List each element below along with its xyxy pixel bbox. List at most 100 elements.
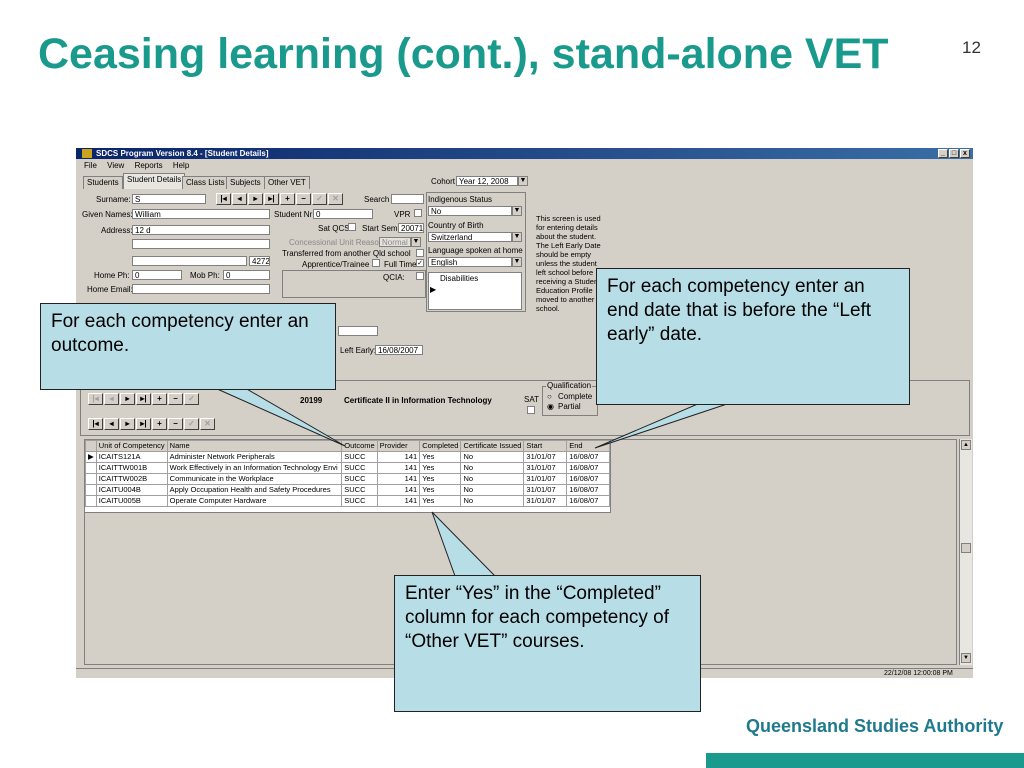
cell-unit[interactable]: ICAITTW002B bbox=[95, 473, 168, 485]
menu-help[interactable]: Help bbox=[172, 161, 190, 170]
col-unit-header[interactable]: Unit of Competency bbox=[95, 440, 168, 452]
first-qual-button[interactable]: |◂ bbox=[88, 393, 103, 405]
col-end-header[interactable]: End bbox=[566, 440, 610, 452]
table-row[interactable]: ICAITU004B Apply Occupation Health and S… bbox=[85, 484, 610, 496]
cell-unit[interactable]: ICAITU005B bbox=[95, 495, 168, 507]
scroll-up-icon[interactable]: ▲ bbox=[961, 440, 971, 450]
add-record-button[interactable]: + bbox=[280, 193, 295, 205]
transferred-checkbox[interactable] bbox=[416, 249, 424, 257]
cell-outcome[interactable]: SUCC bbox=[341, 462, 378, 474]
tab-subjects[interactable]: Subjects bbox=[226, 176, 265, 189]
cell-end[interactable]: 16/08/07 bbox=[566, 484, 610, 496]
cell-cert[interactable]: No bbox=[460, 451, 525, 463]
cell-provider[interactable]: 141 bbox=[376, 451, 421, 463]
address-line2-input[interactable] bbox=[132, 239, 270, 249]
home-ph-input[interactable]: 0 bbox=[132, 270, 182, 280]
cell-start[interactable]: 31/01/07 bbox=[523, 473, 568, 485]
scroll-down-icon[interactable]: ▼ bbox=[961, 653, 971, 663]
language-select[interactable]: English bbox=[428, 257, 512, 267]
last-unit-button[interactable]: ▸| bbox=[136, 418, 151, 430]
first-unit-button[interactable]: |◂ bbox=[88, 418, 103, 430]
cell-provider[interactable]: 141 bbox=[376, 495, 421, 507]
add-unit-button[interactable]: + bbox=[152, 418, 167, 430]
last-qual-button[interactable]: ▸| bbox=[136, 393, 151, 405]
cell-name[interactable]: Operate Computer Hardware bbox=[166, 495, 343, 507]
table-row[interactable]: ICAITTW001B Work Effectively in an Infor… bbox=[85, 462, 610, 474]
tab-class-lists[interactable]: Class Lists bbox=[182, 176, 229, 189]
cell-outcome[interactable]: SUCC bbox=[341, 484, 378, 496]
surname-input[interactable]: S bbox=[132, 194, 206, 204]
next-qual-button[interactable]: ▸ bbox=[120, 393, 135, 405]
chevron-down-icon[interactable]: ▼ bbox=[512, 257, 522, 267]
save-icon[interactable]: ✓ bbox=[312, 193, 327, 205]
col-completed-header[interactable]: Completed bbox=[419, 440, 462, 452]
competency-grid[interactable]: Unit of Competency Name Outcome Provider… bbox=[84, 439, 611, 513]
cell-start[interactable]: 31/01/07 bbox=[523, 451, 568, 463]
cell-completed[interactable]: Yes bbox=[419, 495, 462, 507]
col-outcome-header[interactable]: Outcome bbox=[341, 440, 378, 452]
cell-outcome[interactable]: SUCC bbox=[341, 473, 378, 485]
country-select[interactable]: Switzerland bbox=[428, 232, 512, 242]
tab-students[interactable]: Students bbox=[83, 176, 123, 189]
radio-complete-icon[interactable]: ○ bbox=[547, 392, 552, 401]
extra-field[interactable] bbox=[338, 326, 378, 336]
prev-qual-button[interactable]: ◂ bbox=[104, 393, 119, 405]
chevron-down-icon[interactable]: ▼ bbox=[411, 237, 421, 247]
cell-provider[interactable]: 141 bbox=[376, 462, 421, 474]
radio-partial-icon[interactable]: ◉ bbox=[547, 402, 554, 411]
close-button[interactable]: x bbox=[960, 149, 970, 158]
delete-record-button[interactable]: − bbox=[296, 193, 311, 205]
postcode-input[interactable]: 4272 bbox=[249, 256, 270, 266]
last-record-button[interactable]: ▸| bbox=[264, 193, 279, 205]
indigenous-select[interactable]: No bbox=[428, 206, 512, 216]
cell-unit[interactable]: ICAITU004B bbox=[95, 484, 168, 496]
cell-end[interactable]: 16/08/07 bbox=[566, 462, 610, 474]
start-sem-input[interactable]: 20071 bbox=[398, 223, 424, 233]
cell-start[interactable]: 31/01/07 bbox=[523, 484, 568, 496]
cell-name[interactable]: Administer Network Peripherals bbox=[166, 451, 343, 463]
address-line1-input[interactable]: 12 d bbox=[132, 225, 270, 235]
address-line3-input[interactable] bbox=[132, 256, 247, 266]
cancel-icon[interactable]: ✕ bbox=[328, 193, 343, 205]
sat-qcs-checkbox[interactable] bbox=[348, 223, 356, 231]
mob-ph-input[interactable]: 0 bbox=[223, 270, 270, 280]
cell-provider[interactable]: 141 bbox=[376, 484, 421, 496]
cell-cert[interactable]: No bbox=[460, 484, 525, 496]
chevron-down-icon[interactable]: ▼ bbox=[512, 232, 522, 242]
cohort-select[interactable]: Year 12, 2008 bbox=[456, 176, 518, 186]
cell-completed[interactable]: Yes bbox=[419, 462, 462, 474]
cell-name[interactable]: Communicate in the Workplace bbox=[166, 473, 343, 485]
first-record-button[interactable]: |◂ bbox=[216, 193, 231, 205]
cell-start[interactable]: 31/01/07 bbox=[523, 462, 568, 474]
scroll-thumb[interactable] bbox=[961, 543, 971, 553]
full-time-checkbox[interactable]: ✓ bbox=[416, 259, 424, 267]
concessional-select[interactable]: Normal bbox=[379, 237, 411, 247]
grid-scrollbar[interactable]: ▲ ▼ bbox=[959, 439, 972, 665]
cell-unit[interactable]: ICAITTW001B bbox=[95, 462, 168, 474]
menu-reports[interactable]: Reports bbox=[134, 161, 163, 170]
cell-start[interactable]: 31/01/07 bbox=[523, 495, 568, 507]
tab-student-details[interactable]: Student Details bbox=[123, 173, 186, 189]
delete-unit-button[interactable]: − bbox=[168, 418, 183, 430]
cell-outcome[interactable]: SUCC bbox=[341, 495, 378, 507]
cell-end[interactable]: 16/08/07 bbox=[566, 495, 610, 507]
minimize-button[interactable]: _ bbox=[938, 149, 948, 158]
col-provider-header[interactable]: Provider bbox=[376, 440, 421, 452]
delete-qual-button[interactable]: − bbox=[168, 393, 183, 405]
cell-cert[interactable]: No bbox=[460, 462, 525, 474]
chevron-down-icon[interactable]: ▼ bbox=[512, 206, 522, 216]
qcia-checkbox[interactable] bbox=[416, 272, 424, 280]
menu-view[interactable]: View bbox=[107, 161, 125, 170]
student-nr-input[interactable]: 0 bbox=[313, 209, 373, 219]
cell-cert[interactable]: No bbox=[460, 473, 525, 485]
col-name-header[interactable]: Name bbox=[166, 440, 343, 452]
save-icon[interactable]: ✓ bbox=[184, 418, 199, 430]
home-email-input[interactable] bbox=[132, 284, 270, 294]
prev-unit-button[interactable]: ◂ bbox=[104, 418, 119, 430]
vpr-checkbox[interactable] bbox=[414, 209, 422, 217]
menu-file[interactable]: File bbox=[84, 161, 97, 170]
col-cert-header[interactable]: Certificate Issued bbox=[460, 440, 525, 452]
sat-checkbox[interactable] bbox=[527, 406, 535, 414]
left-early-input[interactable]: 16/08/2007 bbox=[375, 345, 423, 355]
cell-provider[interactable]: 141 bbox=[376, 473, 421, 485]
